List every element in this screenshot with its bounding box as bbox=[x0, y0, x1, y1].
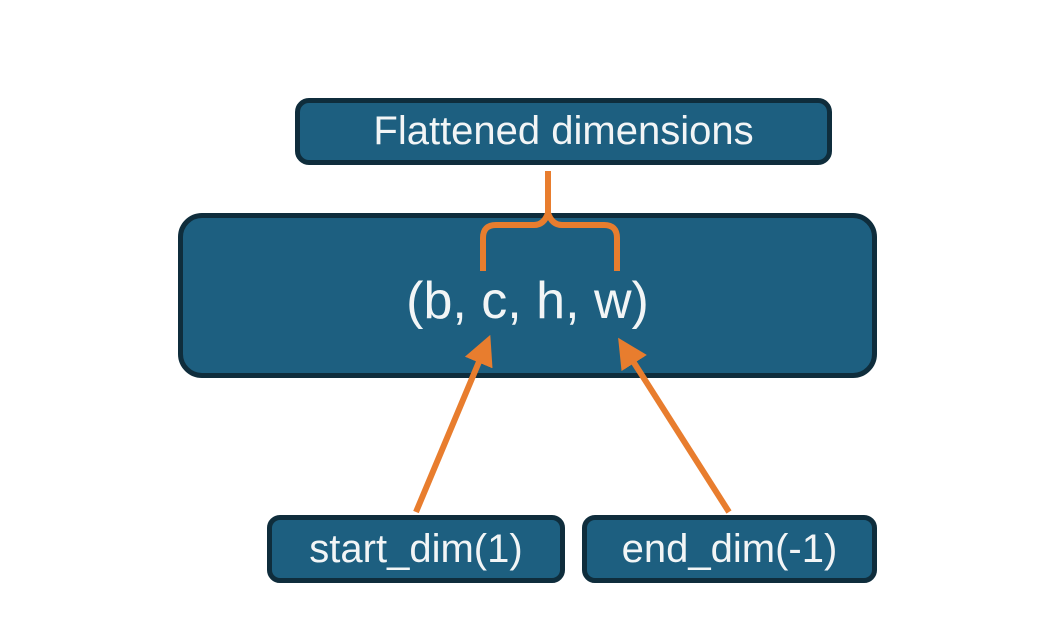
flattened-dimensions-label: Flattened dimensions bbox=[373, 109, 754, 153]
start-dim-box: start_dim(1) bbox=[267, 515, 565, 583]
tensor-shape-label: (b, c, h, w) bbox=[406, 271, 649, 330]
end-dim-box: end_dim(-1) bbox=[582, 515, 877, 583]
end-dim-label: end_dim(-1) bbox=[621, 526, 838, 571]
start-dim-label: start_dim(1) bbox=[309, 526, 523, 571]
tensor-shape-box: (b, c, h, w) bbox=[178, 213, 877, 378]
end-dim-arrow bbox=[618, 337, 732, 514]
flattened-dimensions-box: Flattened dimensions bbox=[295, 98, 832, 165]
start-dim-arrow bbox=[413, 334, 493, 514]
